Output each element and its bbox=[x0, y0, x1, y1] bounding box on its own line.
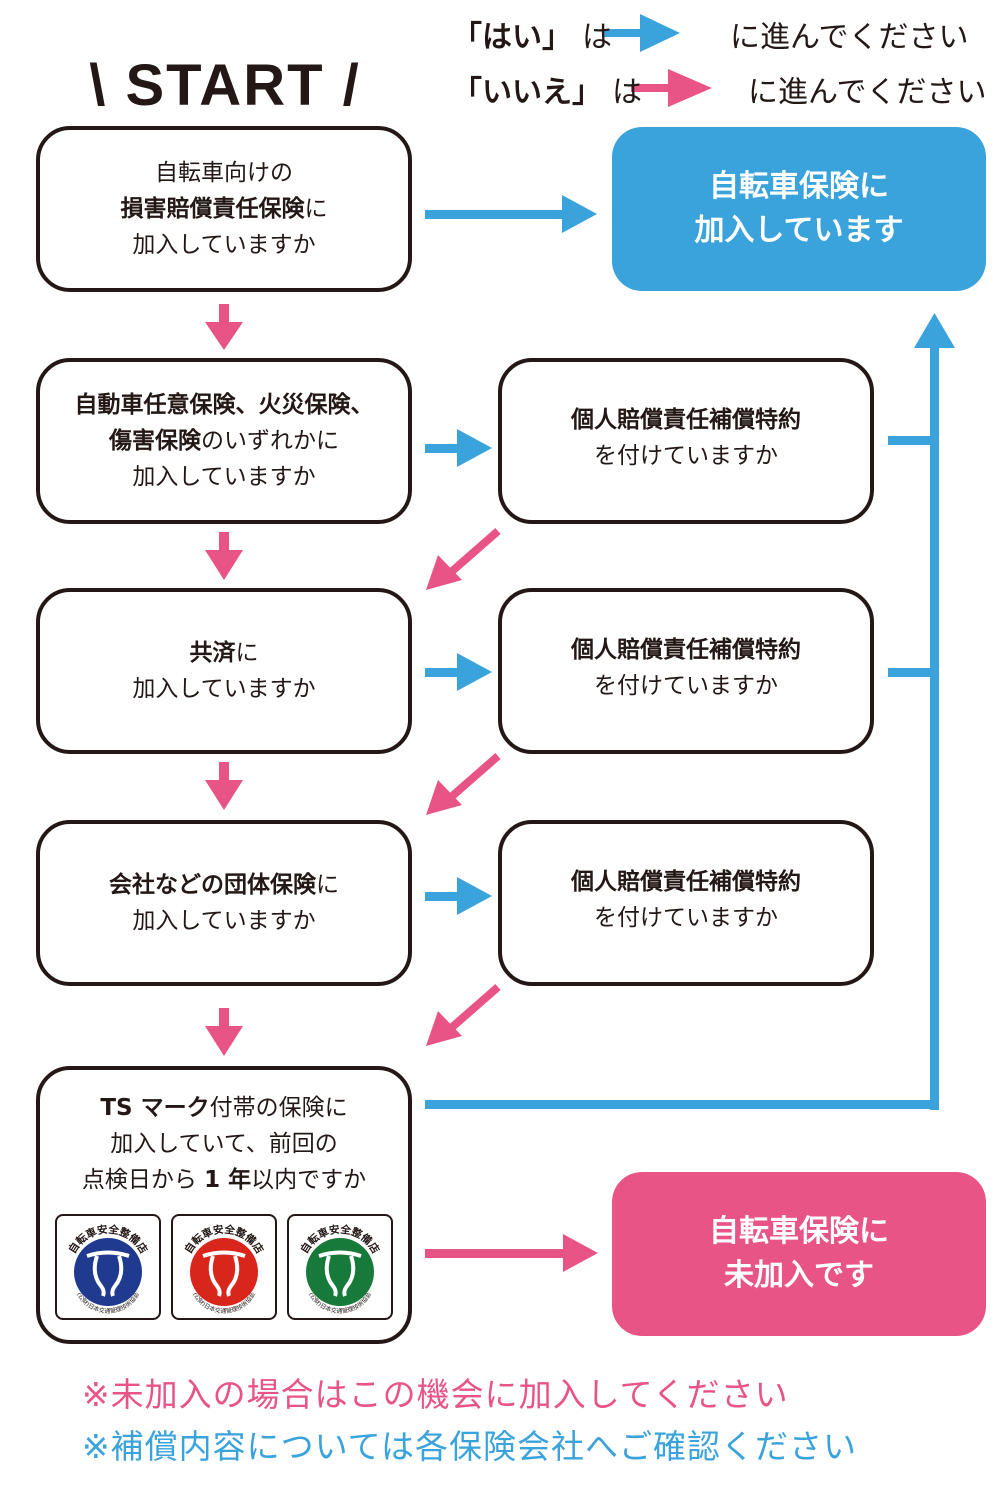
arrow-q2-no bbox=[205, 532, 243, 580]
emphasis-text: TS マーク bbox=[100, 1095, 210, 1121]
result-insured-line2: 加入しています bbox=[694, 213, 904, 248]
question-q5-line: 加入していて、前回の bbox=[82, 1126, 366, 1162]
ts-badge-red: 自転車安全整備店 (公財)日本交通管理技術協会 bbox=[171, 1214, 277, 1320]
result-insured[interactable]: 自転車保険に 加入しています bbox=[612, 127, 986, 291]
question-text: 加入していますか bbox=[132, 908, 316, 934]
result-insured-line1: 自転車保険に bbox=[709, 169, 889, 204]
ts-badges: 自転車安全整備店 (公財)日本交通管理技術協会 自転車安全整備店 (公財)日本交… bbox=[55, 1214, 393, 1320]
question-q2-line: 自動車任意保険、火災保険、 bbox=[75, 387, 374, 423]
sub-question-s4[interactable]: 個人賠償責任補償特約 を付けていますか bbox=[498, 820, 874, 986]
question-text: 点検日から bbox=[81, 1167, 205, 1193]
emphasis-text: 1 年 bbox=[204, 1167, 252, 1193]
sub-question-s4-line1: 個人賠償責任補償特約 bbox=[571, 869, 801, 895]
emphasis-text: 損害賠償責任保険 bbox=[120, 196, 305, 222]
legend-yes-text: に進んでください bbox=[730, 20, 969, 55]
question-q5[interactable]: TS マーク付帯の保険に加入していて、前回の点検日から 1 年以内ですか 自転車… bbox=[36, 1066, 412, 1344]
arrow-q3-no bbox=[205, 762, 243, 810]
sub-question-s2-line1: 個人賠償責任補償特約 bbox=[571, 407, 801, 433]
ts-mark-icon: 自転車安全整備店 (公財)日本交通管理技術協会 bbox=[298, 1223, 383, 1315]
arrow-q1-no bbox=[205, 304, 243, 350]
question-q2-line: 傷害保険のいずれかに bbox=[109, 423, 339, 459]
ts-badge-blue: 自転車安全整備店 (公財)日本交通管理技術協会 bbox=[55, 1214, 161, 1320]
question-q3[interactable]: 共済に加入していますか bbox=[36, 588, 412, 754]
result-not-insured-line1: 自転車保険に bbox=[709, 1214, 889, 1249]
question-q5-line: 点検日から 1 年以内ですか bbox=[82, 1162, 366, 1198]
sub-question-s2-line2: を付けていますか bbox=[594, 443, 778, 469]
arrow-q4-yes bbox=[425, 877, 492, 915]
legend-no: 「いいえ」 は に進んでください bbox=[452, 67, 987, 111]
question-q4[interactable]: 会社などの団体保険に加入していますか bbox=[36, 820, 412, 986]
sub-question-s3-line2: を付けていますか bbox=[594, 673, 778, 699]
legend-yes-ha: は bbox=[582, 20, 612, 55]
ts-mark-icon: 自転車安全整備店 (公財)日本交通管理技術協会 bbox=[182, 1223, 267, 1315]
question-text: 加入していますか bbox=[132, 464, 316, 490]
emphasis-text: 共済 bbox=[189, 640, 236, 666]
question-q4-line: 会社などの団体保険に bbox=[109, 867, 339, 903]
ts-badge-green: 自転車安全整備店 (公財)日本交通管理技術協会 bbox=[287, 1214, 393, 1320]
note-confirm-coverage: ※補償内容については各保険会社へご確認ください bbox=[82, 1427, 858, 1466]
question-text: に bbox=[316, 872, 339, 898]
question-q2[interactable]: 自動車任意保険、火災保険、傷害保険のいずれかに加入していますか bbox=[36, 358, 412, 524]
question-text: 加入していて、前回の bbox=[110, 1131, 338, 1157]
arrow-q5-no bbox=[425, 1234, 598, 1272]
arrow-q3-yes bbox=[425, 653, 492, 691]
emphasis-text: 会社などの団体保険 bbox=[109, 872, 316, 898]
question-text: 自転車向けの bbox=[155, 160, 293, 186]
sub-question-s3-line1: 個人賠償責任補償特約 bbox=[571, 637, 801, 663]
legend-no-arrow bbox=[631, 69, 712, 107]
question-q3-line: 加入していますか bbox=[132, 671, 315, 707]
legend-yes-arrow bbox=[602, 14, 680, 52]
question-q1-line: 損害賠償責任保険に bbox=[121, 191, 328, 227]
legend-no-text: に進んでください bbox=[748, 75, 987, 110]
start-label: \ START / bbox=[89, 53, 361, 118]
question-q4-line: 加入していますか bbox=[132, 903, 315, 939]
question-text: 以内ですか bbox=[251, 1167, 367, 1193]
arrow-q2-yes bbox=[425, 429, 492, 467]
question-q1-line: 加入していますか bbox=[132, 227, 315, 263]
legend-no-ha: は bbox=[612, 75, 642, 110]
arrow-s4-no bbox=[426, 983, 501, 1046]
note-not-insured: ※未加入の場合はこの機会に加入してください bbox=[82, 1375, 789, 1414]
legend-no-key: 「いいえ」 bbox=[452, 75, 602, 110]
question-q5-line: TS マーク付帯の保険に bbox=[82, 1090, 366, 1126]
yes-bus-line bbox=[425, 313, 955, 1110]
result-not-insured-line2: 未加入です bbox=[724, 1258, 874, 1293]
question-text: 加入していますか bbox=[132, 232, 316, 258]
arrow-q4-no bbox=[205, 1008, 243, 1056]
question-q1-line: 自転車向けの bbox=[155, 155, 293, 191]
question-q1[interactable]: 自転車向けの損害賠償責任保険に加入していますか bbox=[36, 126, 412, 292]
question-text: に bbox=[304, 196, 328, 222]
sub-question-s3[interactable]: 個人賠償責任補償特約 を付けていますか bbox=[498, 588, 874, 754]
arrow-s2-no bbox=[426, 527, 501, 590]
arrow-q1-yes bbox=[425, 195, 597, 233]
question-text: に bbox=[235, 640, 259, 666]
arrow-s3-no bbox=[426, 752, 501, 815]
legend-yes: 「はい」 は に進んでください bbox=[452, 12, 969, 56]
ts-mark-icon: 自転車安全整備店 (公財)日本交通管理技術協会 bbox=[66, 1223, 151, 1315]
question-q5-text: TS マーク付帯の保険に加入していて、前回の点検日から 1 年以内ですか bbox=[82, 1090, 366, 1198]
question-text: 付帯の保険に bbox=[209, 1095, 348, 1121]
legend-yes-key: 「はい」 bbox=[452, 20, 572, 55]
question-text: 加入していますか bbox=[132, 676, 316, 702]
emphasis-text: 自動車任意保険、火災保険、 bbox=[74, 392, 374, 418]
sub-question-s2[interactable]: 個人賠償責任補償特約 を付けていますか bbox=[498, 358, 874, 524]
question-q3-line: 共済に bbox=[190, 635, 259, 671]
sub-question-s4-line2: を付けていますか bbox=[594, 905, 778, 931]
emphasis-text: 傷害保険 bbox=[109, 428, 201, 454]
result-not-insured[interactable]: 自転車保険に 未加入です bbox=[612, 1172, 986, 1336]
question-q2-line: 加入していますか bbox=[132, 459, 315, 495]
question-text: のいずれかに bbox=[201, 428, 339, 454]
